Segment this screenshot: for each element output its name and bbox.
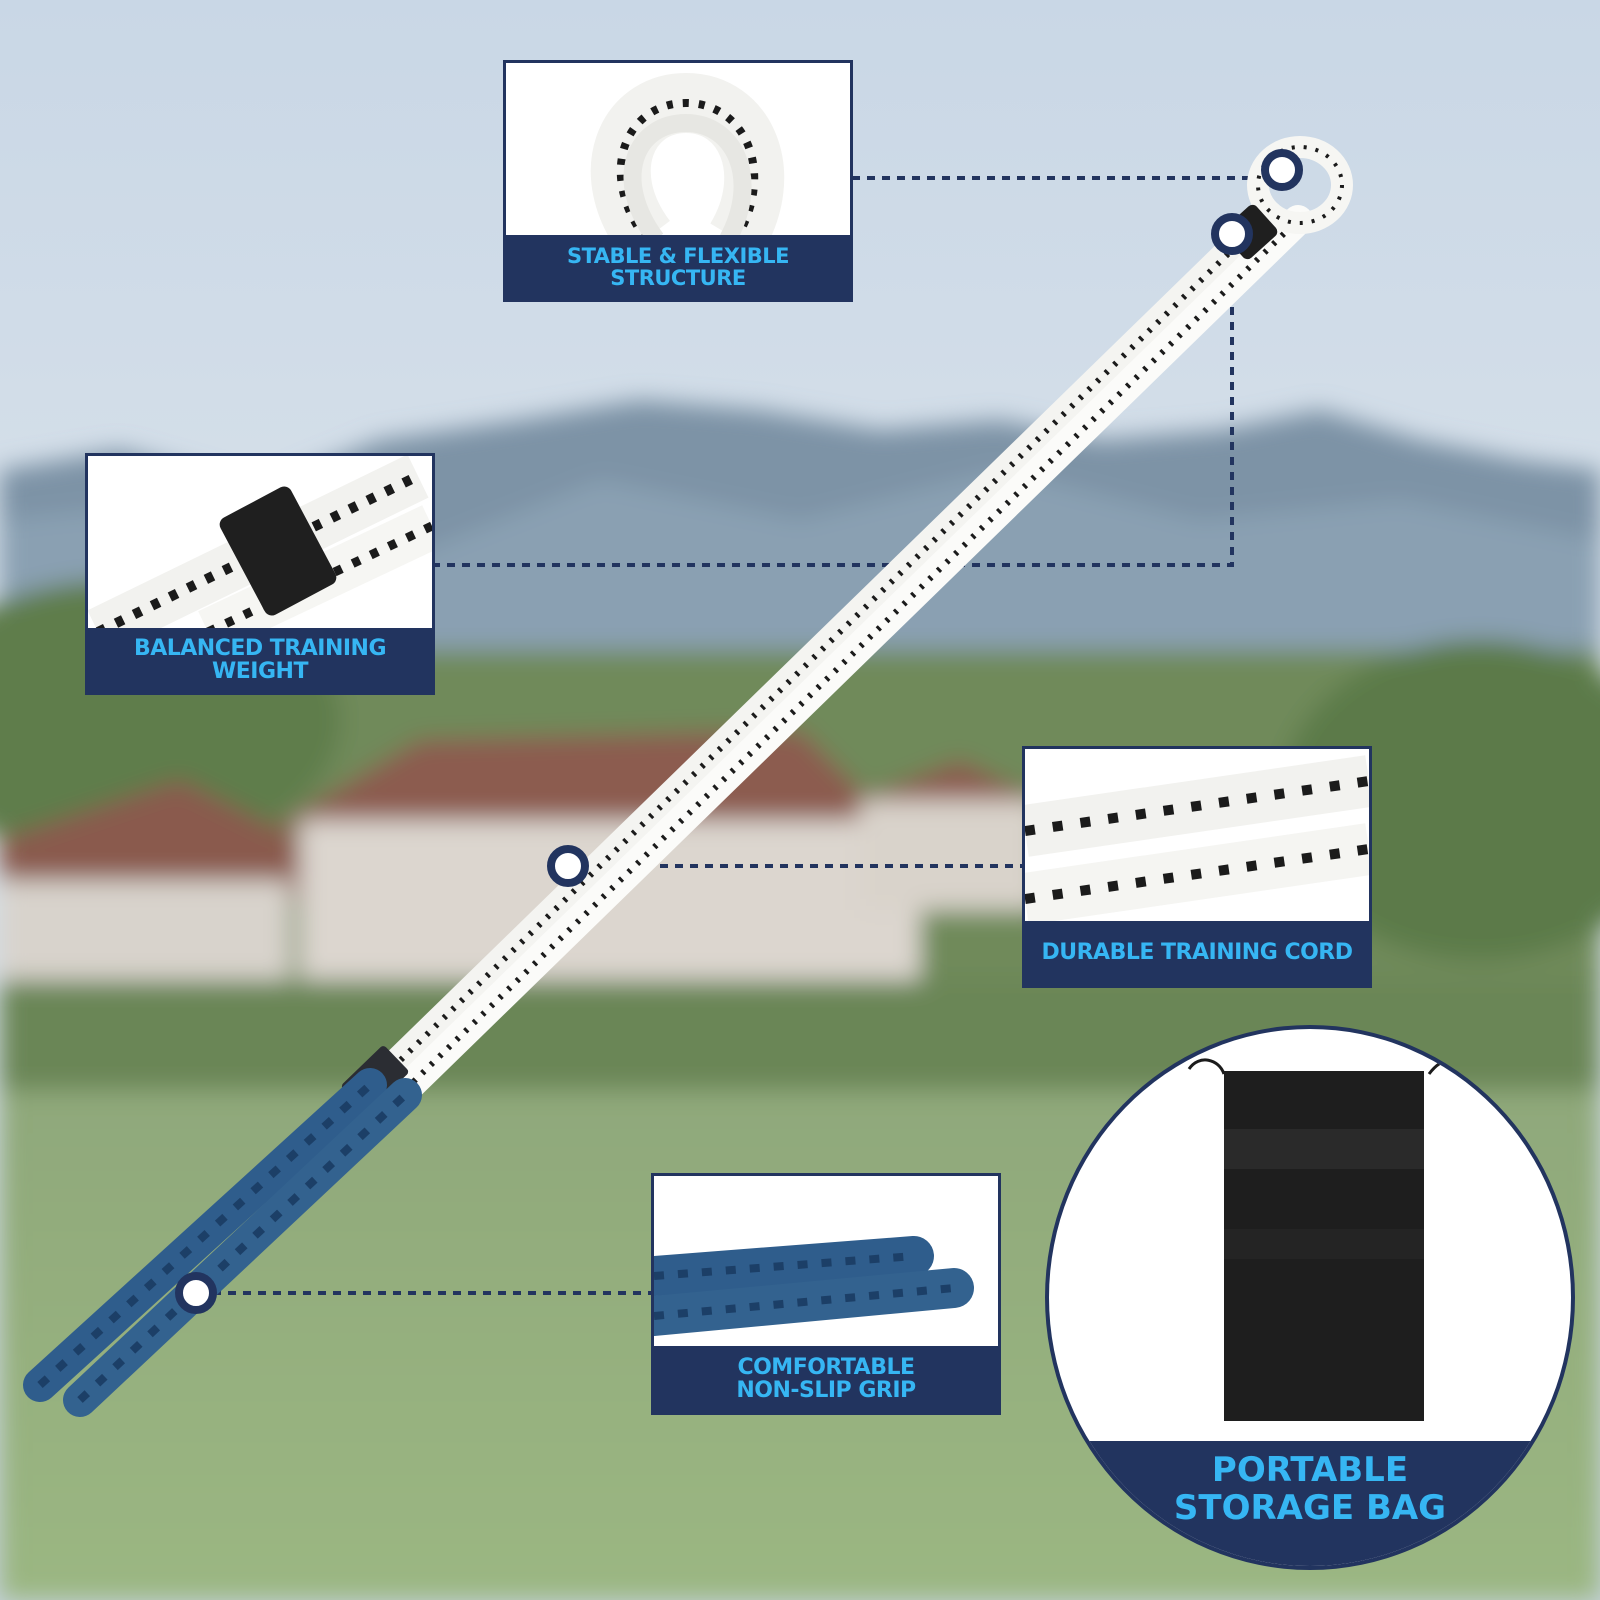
callout-balanced-weight: BALANCED TRAINING WEIGHT — [85, 453, 435, 695]
grip-handles-icon — [654, 1176, 998, 1352]
callout-label: DURABLE TRAINING CORD — [1025, 921, 1369, 985]
grip-pattern-a — [37, 1082, 373, 1388]
bag-label: PORTABLE STORAGE BAG — [1049, 1441, 1571, 1566]
connector-weight — [432, 250, 1234, 567]
rope-strand-a — [360, 200, 1283, 1100]
callout-label: BALANCED TRAINING WEIGHT — [88, 628, 432, 692]
label-line: COMFORTABLE — [737, 1354, 915, 1380]
rope-loop-icon — [506, 63, 850, 239]
callout-stable-structure: STABLE & FLEXIBLE STRUCTURE — [503, 60, 853, 302]
callout-label: COMFORTABLE NON-SLIP GRIP — [654, 1346, 998, 1412]
callout-storage-bag: PORTABLE STORAGE BAG — [1045, 1025, 1575, 1570]
rope-braid-icon — [1025, 749, 1369, 925]
label-line: DURABLE TRAINING CORD — [1041, 940, 1353, 966]
callout-label: STABLE & FLEXIBLE STRUCTURE — [506, 235, 850, 299]
rope-loop-dots — [1256, 145, 1344, 225]
label-line: BALANCED TRAINING WEIGHT — [133, 635, 387, 684]
callout-durable-cord: DURABLE TRAINING CORD — [1022, 746, 1372, 988]
callout-non-slip-grip: COMFORTABLE NON-SLIP GRIP — [651, 1173, 1001, 1415]
marker-cord — [547, 845, 589, 887]
rope-strand-b — [390, 205, 1313, 1105]
house-right-roof — [860, 760, 1040, 800]
grip-pattern-b — [77, 1092, 408, 1403]
house-left-roof — [0, 780, 300, 900]
marker-stable — [1261, 149, 1303, 191]
house-right-wall — [860, 800, 1040, 910]
label-line: STABLE & FLEXIBLE STRUCTURE — [566, 243, 790, 290]
drawstring-bag-icon — [1187, 1058, 1466, 1421]
bag-label-line: PORTABLE — [1211, 1450, 1409, 1490]
marker-weight — [1211, 213, 1253, 255]
marker-grip — [175, 1272, 217, 1314]
bag-label-line: STORAGE BAG — [1173, 1488, 1447, 1528]
rope-sleeve-icon — [88, 456, 432, 632]
label-line: NON-SLIP GRIP — [736, 1378, 916, 1403]
